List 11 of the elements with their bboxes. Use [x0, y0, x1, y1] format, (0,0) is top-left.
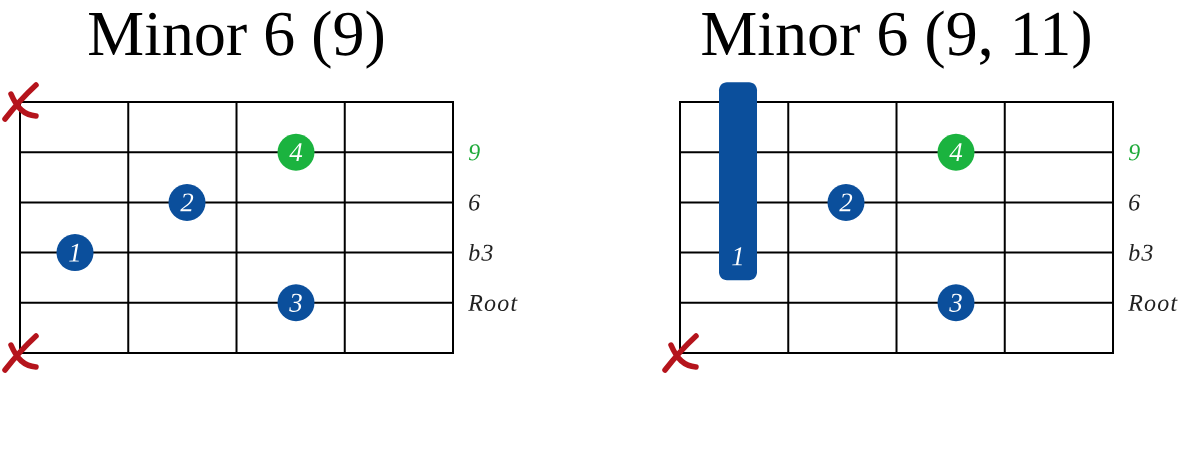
interval-label: 9 [1128, 144, 1140, 161]
interval-label: Root [468, 295, 518, 312]
chord-title: Minor 6 (9) [89, 10, 383, 69]
barre-bar: 1 [719, 82, 757, 281]
interval-label: b3 [469, 243, 493, 261]
interval-label: b3 [1129, 243, 1153, 261]
chord-title: Minor 6 (9, 11) [702, 10, 1090, 69]
interval-label: 6 [1129, 194, 1141, 211]
interval-label: 6 [469, 194, 481, 211]
interval-label: 9 [468, 144, 480, 161]
interval-label: Root [1128, 295, 1178, 312]
